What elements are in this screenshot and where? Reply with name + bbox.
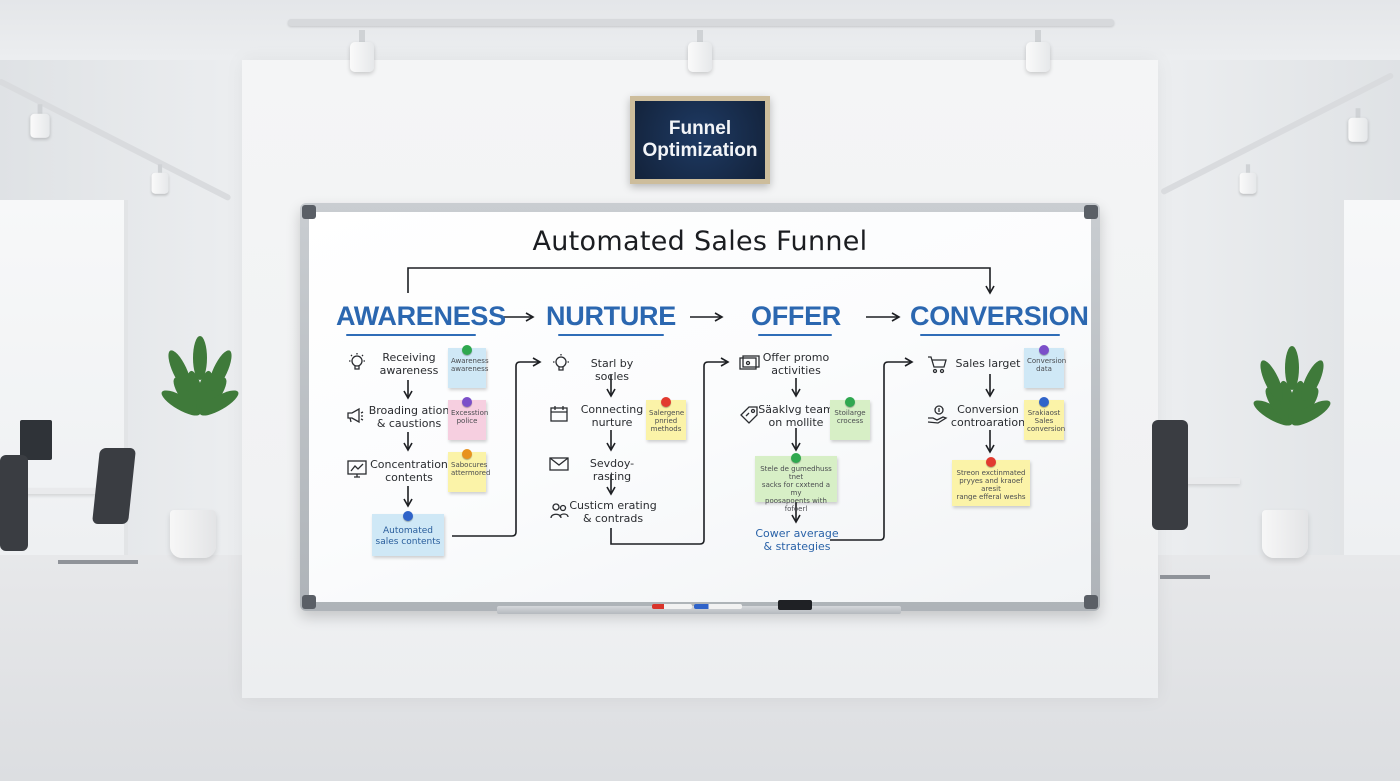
offer-step: Säaklvg team on mollite: [758, 403, 834, 429]
note-text: Automated sales contents: [375, 526, 441, 547]
stage-awareness: AWARENESS: [336, 301, 506, 331]
note-text: Streon exctinmated pryyes and kraoef are…: [956, 469, 1026, 501]
spotlight-icon: [688, 30, 712, 72]
chart-monitor-icon: [347, 460, 367, 478]
plant-pot: [1262, 510, 1308, 558]
conversion-step: Conversion controaration: [950, 403, 1026, 429]
note-text: Sabocures attermored: [451, 461, 491, 477]
eraser: [778, 600, 812, 610]
chair-base: [1160, 575, 1210, 579]
monitor-icon: [20, 420, 52, 460]
note-text: Stoilarge crocess: [834, 409, 866, 425]
megaphone-icon: [347, 407, 364, 424]
ceiling-light-track: [288, 19, 1114, 26]
nurture-step: Sevdoy-rasting: [589, 457, 635, 483]
spotlight-icon: [1239, 164, 1257, 194]
sticky-note: Streon exctinmated pryyes and kraoef are…: [952, 457, 1030, 506]
email-icon: [549, 457, 569, 471]
sticky-note: Srakiaost Sales conversion: [1024, 397, 1066, 440]
tag-icon: [740, 406, 758, 424]
nurture-step: Connecting nurture: [580, 403, 644, 429]
stage-underline: [558, 334, 664, 336]
coupon-icon: [739, 355, 760, 370]
stage-offer: OFFER: [751, 301, 841, 331]
board-corner: [1084, 595, 1098, 609]
spotlight-icon: [30, 104, 50, 138]
note-text: Stele de gumedhuss tnet sacks for cxxten…: [760, 465, 832, 513]
right-desk: [1160, 478, 1240, 484]
board-corner: [1084, 205, 1098, 219]
marker-tray: [497, 606, 901, 614]
red-marker: [652, 604, 692, 609]
sticky-note: Stoilarge crocess: [830, 397, 870, 440]
chair-base: [58, 560, 138, 564]
spotlight-icon: [350, 30, 374, 72]
offer-step: Offer promo activities: [762, 351, 830, 377]
stage-underline: [920, 334, 1060, 336]
spotlight-icon: [1026, 30, 1050, 72]
awareness-step: Receiving awareness: [379, 351, 439, 377]
sticky-note: Salergene pnried methods: [646, 397, 686, 440]
stage-conversion: CONVERSION: [910, 301, 1089, 331]
note-text: Awareness awareness: [451, 357, 489, 373]
sign-title: Funnel Optimization: [642, 118, 758, 161]
offer-step: Cower average & strategies: [755, 527, 839, 553]
office-chair-icon: [1152, 420, 1188, 530]
sticky-note: Stele de gumedhuss tnet sacks for cxxten…: [755, 453, 837, 513]
calendar-icon: [550, 406, 568, 422]
note-text: Salergene pnried methods: [649, 409, 685, 433]
awareness-step: Broading ation & caustions: [368, 404, 450, 430]
stage-nurture: NURTURE: [546, 301, 676, 331]
lightbulb-icon: [349, 353, 365, 370]
office-chair-icon: [0, 455, 28, 551]
note-text: Conversion data: [1027, 357, 1067, 373]
money-hand-icon: [927, 405, 948, 424]
awareness-step: Concentration contents: [370, 458, 448, 484]
board-corner: [302, 205, 316, 219]
people-icon: [550, 503, 569, 519]
board-title: Automated Sales Funnel: [532, 226, 868, 257]
sticky-note: Awareness awareness: [448, 345, 489, 388]
sticky-note: Sabocures attermored: [448, 449, 490, 492]
board-corner: [302, 595, 316, 609]
note-text: Srakiaost Sales conversion: [1027, 409, 1066, 433]
lightbulb-icon: [553, 354, 569, 371]
spotlight-icon: [151, 164, 169, 194]
framed-sign: Funnel Optimization: [630, 96, 770, 184]
plant-pot: [170, 510, 216, 558]
sticky-note: Automated sales contents: [372, 511, 444, 556]
note-text: Excesstion police: [451, 409, 489, 425]
nurture-step: Custicm erating & contrads: [569, 499, 657, 525]
stage-underline: [346, 334, 476, 336]
spotlight-icon: [1348, 108, 1368, 142]
sticky-note: Excesstion police: [448, 397, 489, 440]
left-desk: [0, 488, 120, 494]
blue-marker: [694, 604, 742, 609]
nurture-step: Starl by socles: [590, 357, 634, 383]
right-window: [1340, 200, 1400, 560]
shopping-cart-icon: [928, 356, 947, 374]
conversion-step: Sales larget: [955, 357, 1021, 370]
stage-underline: [758, 334, 832, 336]
sticky-note: Conversion data: [1024, 345, 1067, 388]
